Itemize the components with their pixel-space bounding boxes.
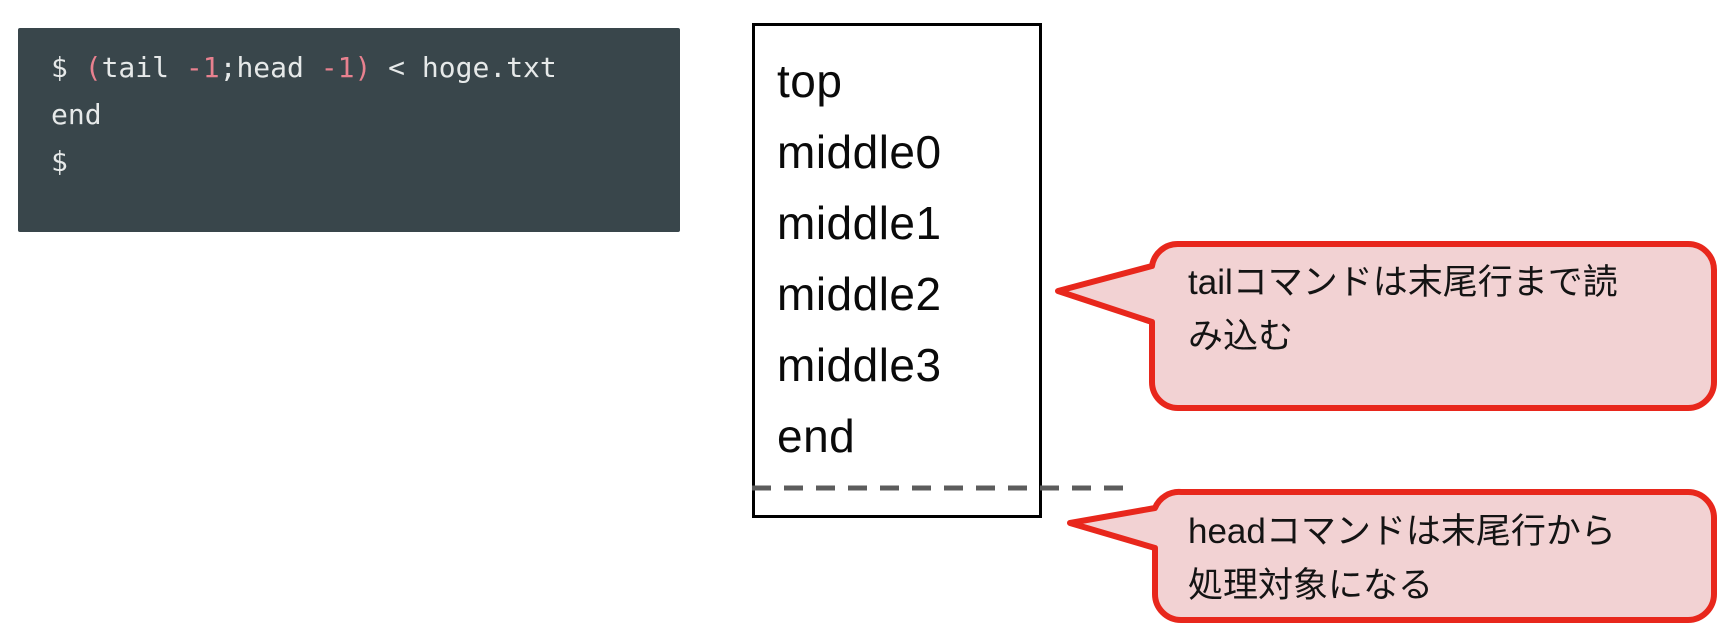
file-line-top: top	[777, 55, 843, 107]
tail-callout-text-line2: み込む	[1188, 317, 1294, 356]
terminal-head-arg: -1)	[320, 51, 372, 84]
head-callout-text: headコマンドは末尾行から 処理対象になる	[1188, 505, 1723, 613]
tail-callout-text: tailコマンドは末尾行まで読 み込む	[1188, 256, 1723, 364]
terminal-output-line: end	[51, 98, 102, 131]
terminal-tail-arg: -1	[185, 51, 220, 84]
tail-callout-pointer	[1055, 240, 1717, 411]
file-line-middle3: middle3	[777, 339, 942, 391]
terminal-window: $ (tail -1;head -1) < hoge.txt end $	[18, 28, 680, 232]
file-line-middle1: middle1	[777, 197, 942, 249]
terminal-tail-command: tail	[101, 51, 186, 84]
head-callout-pointer	[1067, 488, 1717, 623]
tail-callout-bubble	[1055, 240, 1717, 411]
file-line-end: end	[777, 410, 856, 462]
terminal-redirect-input: < hoge.txt	[371, 51, 557, 84]
head-callout-text-line2: 処理対象になる	[1188, 566, 1434, 605]
file-line-middle2: middle2	[777, 268, 942, 320]
head-callout-bubble	[1067, 488, 1717, 623]
terminal-prompt: $	[51, 51, 85, 84]
terminal-trailing-prompt: $	[51, 145, 68, 178]
terminal-head-command: ;head	[219, 51, 321, 84]
file-line-middle0: middle0	[777, 126, 942, 178]
file-content-box: top middle0 middle1 middle2 middle3 end	[752, 23, 1042, 518]
terminal-command-line: $ (tail -1;head -1) < hoge.txt	[51, 44, 680, 91]
terminal-open-paren: (	[84, 51, 102, 84]
tail-callout-text-line1: tailコマンドは末尾行まで読	[1188, 263, 1618, 302]
head-callout-text-line1: headコマンドは末尾行から	[1188, 512, 1616, 551]
